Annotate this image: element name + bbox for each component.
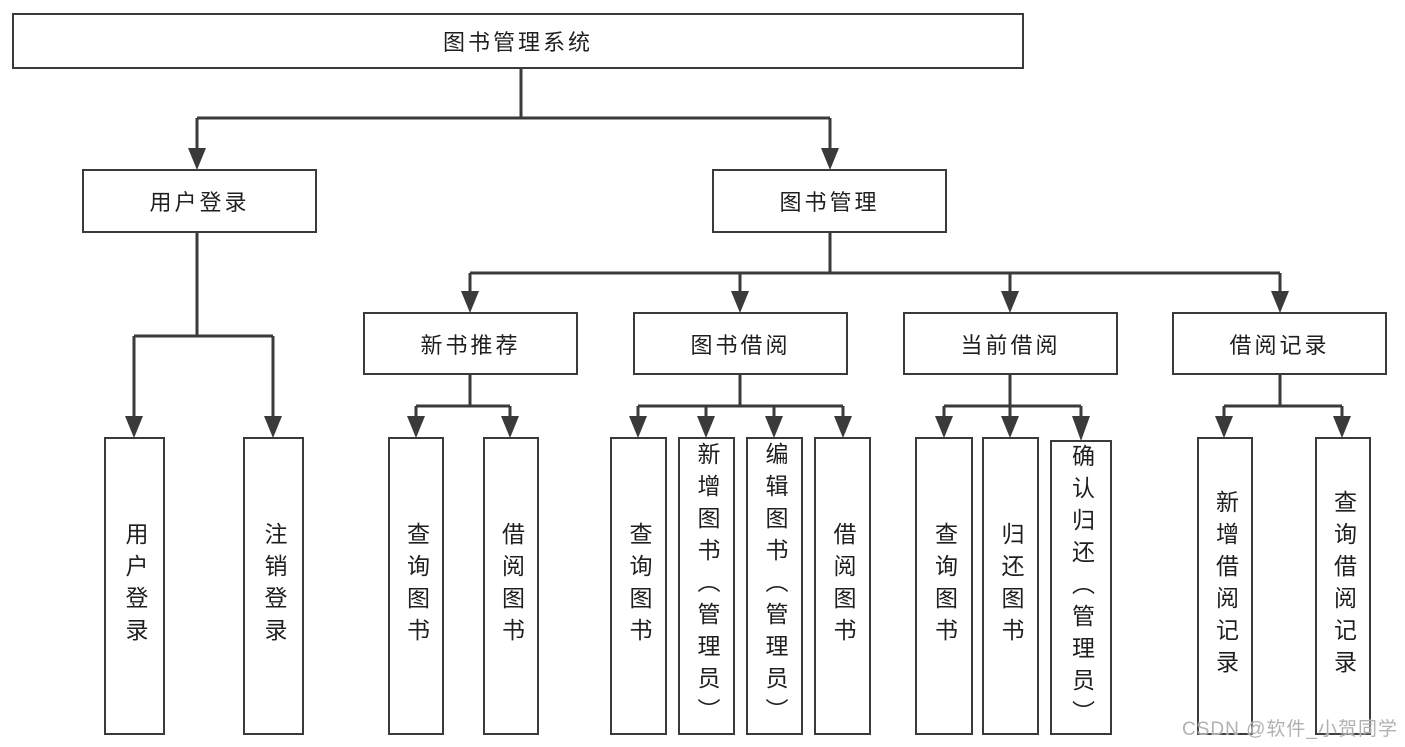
- node-label: 查询图书: [403, 522, 430, 650]
- arrowhead-icon: [821, 148, 839, 170]
- arrowhead-icon: [461, 291, 479, 313]
- connector-user-login: [125, 233, 282, 438]
- node-label: 查询图书: [931, 522, 958, 650]
- arrowhead-icon: [501, 416, 519, 438]
- node-label: 借阅图书: [498, 522, 525, 650]
- arrowhead-icon: [935, 416, 953, 438]
- node-new-book-recommend: 新书推荐: [363, 312, 578, 375]
- arrowhead-icon: [407, 416, 425, 438]
- arrowhead-icon: [697, 416, 715, 438]
- arrowhead-icon: [1072, 416, 1090, 441]
- node-query-books-recommend: 查询图书: [388, 437, 444, 735]
- arrowhead-icon: [1001, 416, 1019, 438]
- arrowhead-icon: [1333, 416, 1351, 438]
- node-return-books: 归还图书: [982, 437, 1039, 735]
- arrowhead-icon: [188, 148, 206, 170]
- connector-records: [1215, 375, 1351, 438]
- node-borrow-books-leaf: 借阅图书: [814, 437, 871, 735]
- node-book-borrow: 图书借阅: [633, 312, 848, 375]
- connector-root: [188, 69, 839, 170]
- connector-current: [935, 375, 1090, 441]
- arrowhead-icon: [264, 416, 282, 438]
- arrowhead-icon: [1271, 291, 1289, 313]
- arrowhead-icon: [1215, 416, 1233, 438]
- connector-book-management: [461, 233, 1289, 313]
- arrowhead-icon: [125, 416, 143, 438]
- node-label: 查询借阅记录: [1330, 490, 1357, 682]
- node-borrow-records: 借阅记录: [1172, 312, 1387, 375]
- node-user-login: 用户登录: [82, 169, 317, 233]
- node-label: 注销登录: [261, 522, 287, 650]
- node-query-books-borrow: 查询图书: [610, 437, 667, 735]
- node-current-borrow: 当前借阅: [903, 312, 1118, 375]
- node-user-login-leaf: 用户登录: [104, 437, 165, 735]
- connector-recommend: [407, 375, 519, 438]
- node-label: 归还图书: [998, 522, 1024, 650]
- node-label: 查询图书: [626, 522, 652, 650]
- node-system-root: 图书管理系统: [12, 13, 1024, 69]
- connector-borrow: [629, 375, 852, 438]
- node-label: 借阅图书: [830, 522, 856, 650]
- node-logout-leaf: 注销登录: [243, 437, 304, 735]
- node-edit-books-admin: 编辑图书（管理员）: [746, 437, 803, 735]
- node-label: 确认归还（管理员）: [1068, 443, 1095, 732]
- node-label: 新增图书（管理员）: [694, 442, 720, 730]
- node-book-management: 图书管理: [712, 169, 947, 233]
- node-add-books-admin: 新增图书（管理员）: [678, 437, 735, 735]
- node-label: 编辑图书（管理员）: [762, 442, 788, 730]
- node-borrow-books-recommend: 借阅图书: [483, 437, 539, 735]
- arrowhead-icon: [629, 416, 647, 438]
- node-confirm-return-admin: 确认归还（管理员）: [1050, 440, 1112, 735]
- arrowhead-icon: [834, 416, 852, 438]
- arrowhead-icon: [731, 291, 749, 313]
- node-add-borrow-record: 新增借阅记录: [1197, 437, 1253, 735]
- node-query-books-current: 查询图书: [915, 437, 973, 735]
- node-query-borrow-record: 查询借阅记录: [1315, 437, 1371, 735]
- csdn-watermark: CSDN @软件_小贺同学: [1182, 719, 1398, 740]
- node-label: 新增借阅记录: [1212, 490, 1239, 682]
- arrowhead-icon: [765, 416, 783, 438]
- node-label: 用户登录: [122, 522, 148, 650]
- arrowhead-icon: [1001, 291, 1019, 313]
